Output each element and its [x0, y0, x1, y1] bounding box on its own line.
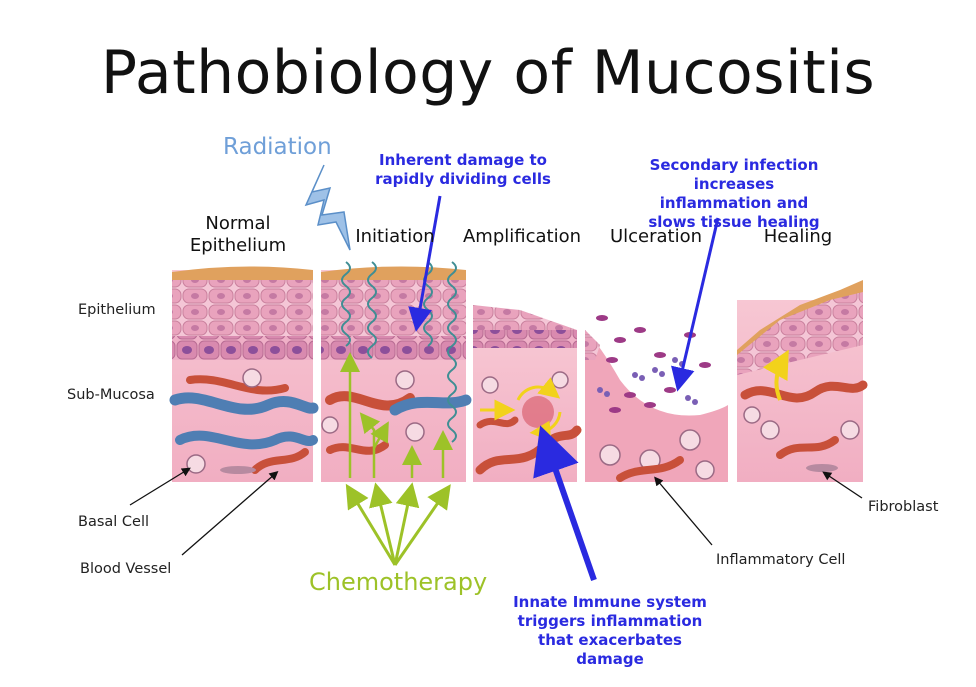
label-blood-vessel: Blood Vessel: [80, 561, 172, 577]
panel-amplification: [473, 305, 582, 482]
panel-normal: [169, 266, 319, 482]
inherent-damage-arrow: [408, 195, 442, 332]
stage-ulceration: Ulceration: [609, 226, 703, 247]
radiation-label: Radiation: [223, 134, 332, 160]
annotation-secondary-infection: Secondary infection increases inflammati…: [648, 156, 820, 231]
panel-healing: [737, 280, 868, 482]
chemotherapy-label: Chemotherapy: [309, 568, 488, 596]
stage-initiation: Initiation: [355, 226, 435, 247]
radiation-bolt-icon: [304, 164, 351, 251]
basal-cell-leader: [129, 467, 191, 506]
label-fibroblast: Fibroblast: [868, 499, 939, 515]
chemotherapy-arrows: [345, 482, 451, 566]
innate-immune-arrow: [533, 425, 597, 581]
panel-ulceration: [585, 315, 728, 482]
blood-vessel-leader: [181, 471, 279, 556]
annotation-innate-immune: Innate Immune system triggers inflammati…: [513, 593, 707, 668]
annotation-inherent-damage: Inherent damage to rapidly dividing cell…: [375, 151, 551, 188]
inflammatory-cell-leader: [654, 476, 713, 546]
stage-healing: Healing: [763, 226, 833, 247]
label-submucosa: Sub-Mucosa: [67, 387, 155, 403]
secondary-infection-arrow: [671, 217, 720, 392]
label-inflammatory-cell: Inflammatory Cell: [716, 552, 846, 568]
fibroblast-leader: [822, 471, 863, 499]
page-title: Pathobiology of Mucositis: [100, 38, 876, 108]
panel-initiation: [321, 261, 472, 482]
stage-normal-epithelium: Normal Epithelium: [189, 213, 287, 256]
label-basal-cell: Basal Cell: [78, 514, 150, 530]
stage-amplification: Amplification: [462, 226, 582, 247]
label-epithelium: Epithelium: [78, 302, 156, 318]
